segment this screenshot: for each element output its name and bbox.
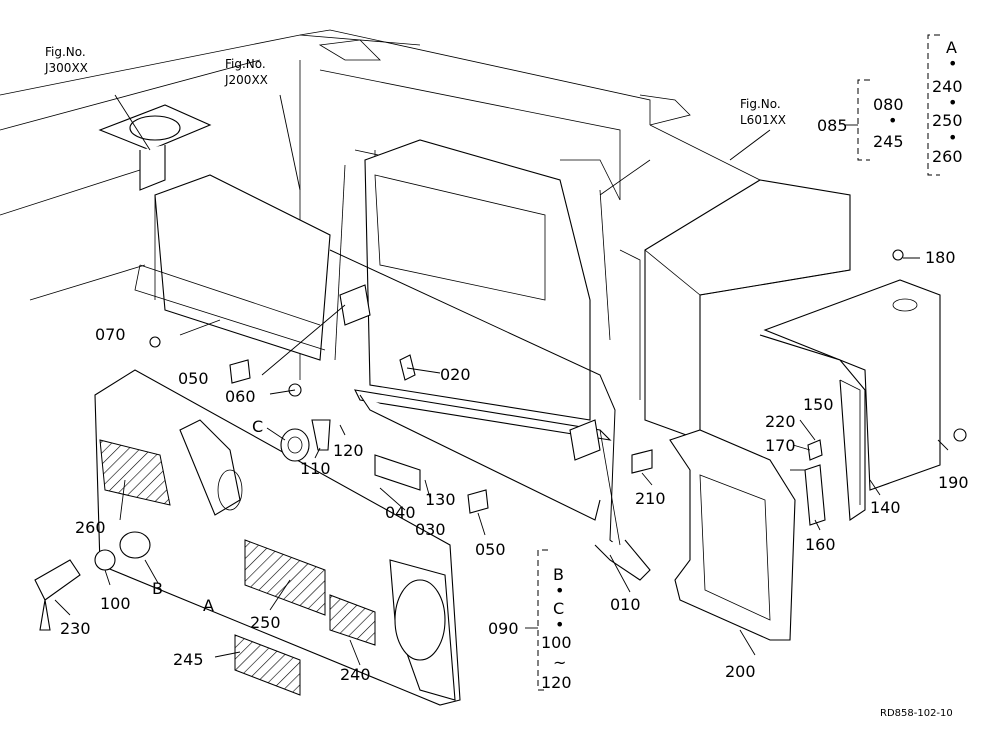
part-label-150: 150: [803, 395, 834, 414]
part-label-230: 230: [60, 619, 91, 638]
group-085-outer-dot1: •: [948, 54, 957, 73]
part-label-050: 050: [178, 369, 209, 388]
group-085-inner-bottom: 245: [873, 132, 904, 151]
part-label-240: 240: [340, 665, 371, 684]
lower-rail: [359, 394, 651, 581]
drawing-code: RD858-102-10: [880, 708, 953, 719]
leader-lines: [54, 94, 949, 666]
group-090-b: B: [553, 565, 564, 584]
part-label-100: 100: [100, 594, 131, 613]
part-label-040: 040: [385, 503, 416, 522]
group-085-outer-dot2: •: [948, 93, 957, 112]
small-parts: [34, 249, 967, 631]
part-label-060: 060: [225, 387, 256, 406]
group-090-dot1: •: [555, 581, 564, 600]
part-label-130: 130: [425, 490, 456, 509]
group-090-to: 120: [541, 673, 572, 692]
part-label-110: 110: [300, 459, 331, 478]
left-housing: [134, 174, 331, 361]
part-label-220: 220: [765, 412, 796, 431]
part-label-160: 160: [805, 535, 836, 554]
group-085-outer-d: 260: [932, 147, 963, 166]
fig-ref-j200-line2: J200XX: [224, 73, 268, 87]
part-label-170: 170: [765, 436, 796, 455]
upper-bracket: [98, 104, 212, 191]
part-label-030: 030: [415, 520, 446, 539]
group-090-tilde: ~: [553, 653, 566, 672]
part-label-b: B: [152, 579, 163, 598]
front-panel: [94, 369, 461, 706]
part-label-120: 120: [333, 441, 364, 460]
part-label-140: 140: [870, 498, 901, 517]
fig-ref-j300-line2: J300XX: [44, 61, 88, 75]
part-label-210: 210: [635, 489, 666, 508]
group-085-outer-b: 240: [932, 77, 963, 96]
group-085-inner-dot: •: [888, 111, 897, 130]
part-label-250: 250: [250, 613, 281, 632]
group-085-inner-top: 080: [873, 95, 904, 114]
part-label-a: A: [203, 596, 214, 615]
right-cover: [759, 279, 941, 521]
side-panel: [669, 429, 796, 641]
part-label-260: 260: [75, 518, 106, 537]
right-housing: [639, 94, 851, 441]
fig-ref-l601-line1: Fig.No.: [740, 97, 781, 111]
group-090-dot2: •: [555, 615, 564, 634]
part-label-070: 070: [95, 325, 126, 344]
group-085-outer-dot3: •: [948, 128, 957, 147]
fig-ref-l601-line2: L601XX: [740, 113, 786, 127]
group-090-from: 100: [541, 633, 572, 652]
part-label-010: 010: [610, 595, 641, 614]
fig-ref-j300-line1: Fig.No.: [45, 45, 86, 59]
fig-ref-j200-line1: Fig.No.: [225, 57, 266, 71]
part-label-190: 190: [938, 473, 969, 492]
part-label-245: 245: [173, 650, 204, 669]
group-090-label: 090: [488, 619, 519, 638]
group-085-outer-a: A: [946, 38, 957, 57]
part-label-c: C: [252, 417, 263, 436]
group-090-c: C: [553, 599, 564, 618]
part-label-050-lower: 050: [475, 540, 506, 559]
group-085-label: 085: [817, 116, 848, 135]
group-085-outer-c: 250: [932, 111, 963, 130]
part-label-180: 180: [925, 248, 956, 267]
group-brackets: [525, 34, 940, 691]
part-label-020: 020: [440, 365, 471, 384]
part-label-200: 200: [725, 662, 756, 681]
